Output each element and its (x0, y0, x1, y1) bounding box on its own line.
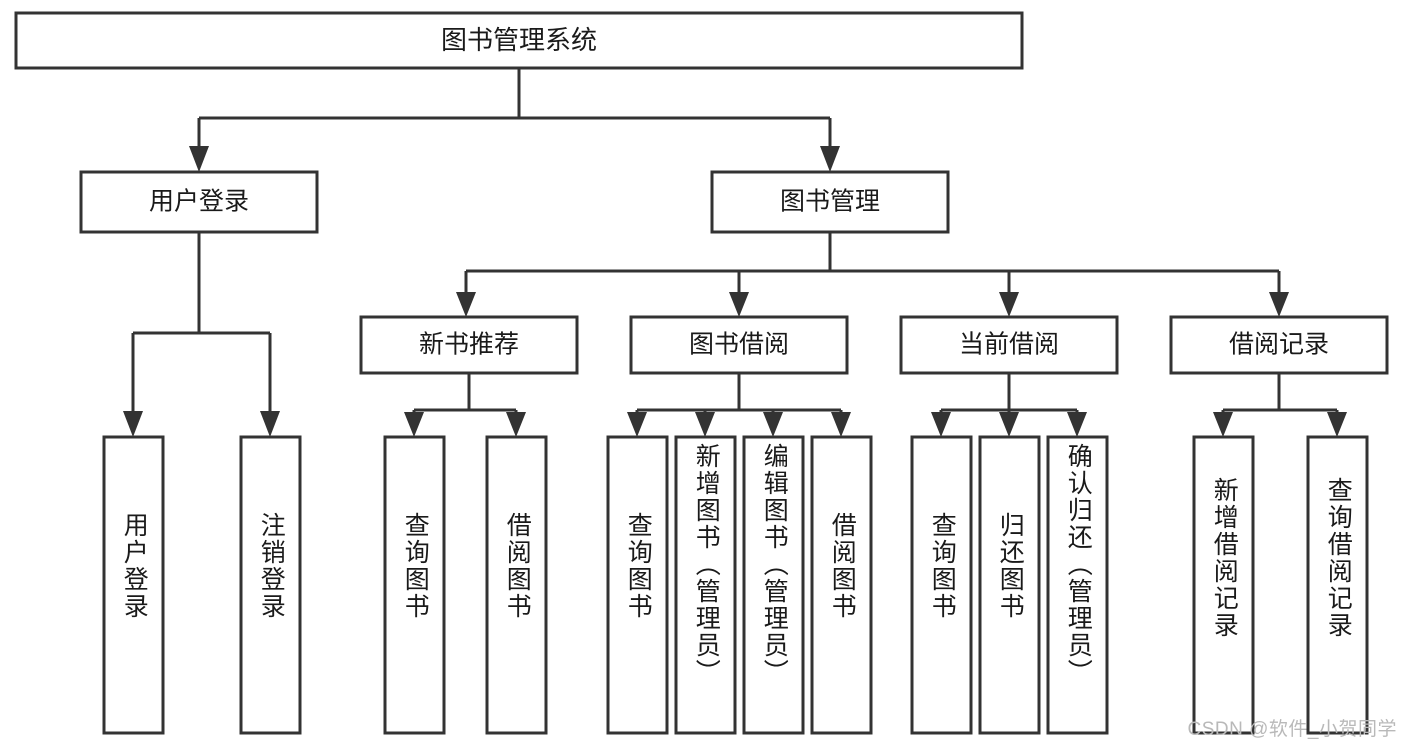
node-book-management[interactable] (710, 170, 950, 234)
node-leaf-add-book-admin[interactable] (674, 435, 737, 735)
node-leaf-add-borrow-record[interactable] (1192, 435, 1255, 735)
node-new-book-recommend[interactable] (359, 315, 579, 375)
node-leaf-borrow-book[interactable] (810, 435, 873, 735)
connectors-layer (123, 68, 1347, 437)
node-user-login-label: 用户登录 (149, 188, 249, 216)
arrowhead-book-manage (820, 146, 840, 172)
node-leaf-user-login[interactable] (102, 435, 165, 735)
arrowhead-leaf-u1 (123, 411, 143, 437)
node-root-book-management-system[interactable] (14, 11, 1024, 70)
node-current-borrow-label: 当前借阅 (959, 331, 1059, 359)
nodes-layer: 图书管理系统 用户登录 图书管理 新书推荐 图书借阅 当前借阅 借阅记录 (14, 11, 1389, 735)
arrowhead-leaf-b2 (695, 412, 715, 437)
node-borrow-record[interactable] (1169, 315, 1389, 375)
arrowhead-leaf-c2 (999, 412, 1019, 437)
node-book-borrow-label: 图书借阅 (689, 331, 789, 359)
arrowhead-leaf-r2 (1327, 412, 1347, 437)
arrowhead-leaf-b1 (627, 412, 647, 437)
arrowhead-leaf-u2 (260, 411, 280, 437)
node-leaf-return-book[interactable] (978, 435, 1041, 735)
node-leaf-logout[interactable] (239, 435, 302, 735)
node-current-borrow[interactable] (899, 315, 1119, 375)
node-new-book-recommend-label: 新书推荐 (419, 331, 519, 359)
node-user-login[interactable] (79, 170, 319, 234)
node-leaf-borrow-book-recommend[interactable] (485, 435, 548, 735)
watermark: CSDN @软件_小贺同学 (1187, 719, 1397, 740)
arrowhead-leaf-r1 (1213, 412, 1233, 437)
arrowhead-leaf-n1 (404, 412, 424, 437)
arrowhead-user-login (189, 146, 209, 172)
node-root-label: 图书管理系统 (441, 25, 597, 55)
node-leaf-query-book-current[interactable] (910, 435, 973, 735)
arrowhead-borrow-record (1269, 292, 1289, 317)
arrowhead-current-borrow (999, 292, 1019, 317)
arrowhead-leaf-n2 (506, 412, 526, 437)
arrowhead-leaf-c3 (1067, 412, 1087, 437)
node-leaf-query-book-recommend[interactable] (383, 435, 446, 735)
node-book-management-label: 图书管理 (780, 188, 880, 216)
node-leaf-query-book-borrow[interactable] (606, 435, 669, 735)
node-leaf-query-borrow-record[interactable] (1306, 435, 1369, 735)
arrowhead-leaf-c1 (931, 412, 951, 437)
arrowhead-book-borrow (729, 292, 749, 317)
node-book-borrow[interactable] (629, 315, 849, 375)
arrowhead-leaf-b4 (831, 412, 851, 437)
node-leaf-edit-book-admin[interactable] (742, 435, 805, 735)
node-borrow-record-label: 借阅记录 (1229, 331, 1329, 359)
arrowhead-new-book (456, 292, 476, 317)
node-leaf-confirm-return-admin[interactable] (1046, 435, 1109, 735)
arrowhead-leaf-b3 (763, 412, 783, 437)
